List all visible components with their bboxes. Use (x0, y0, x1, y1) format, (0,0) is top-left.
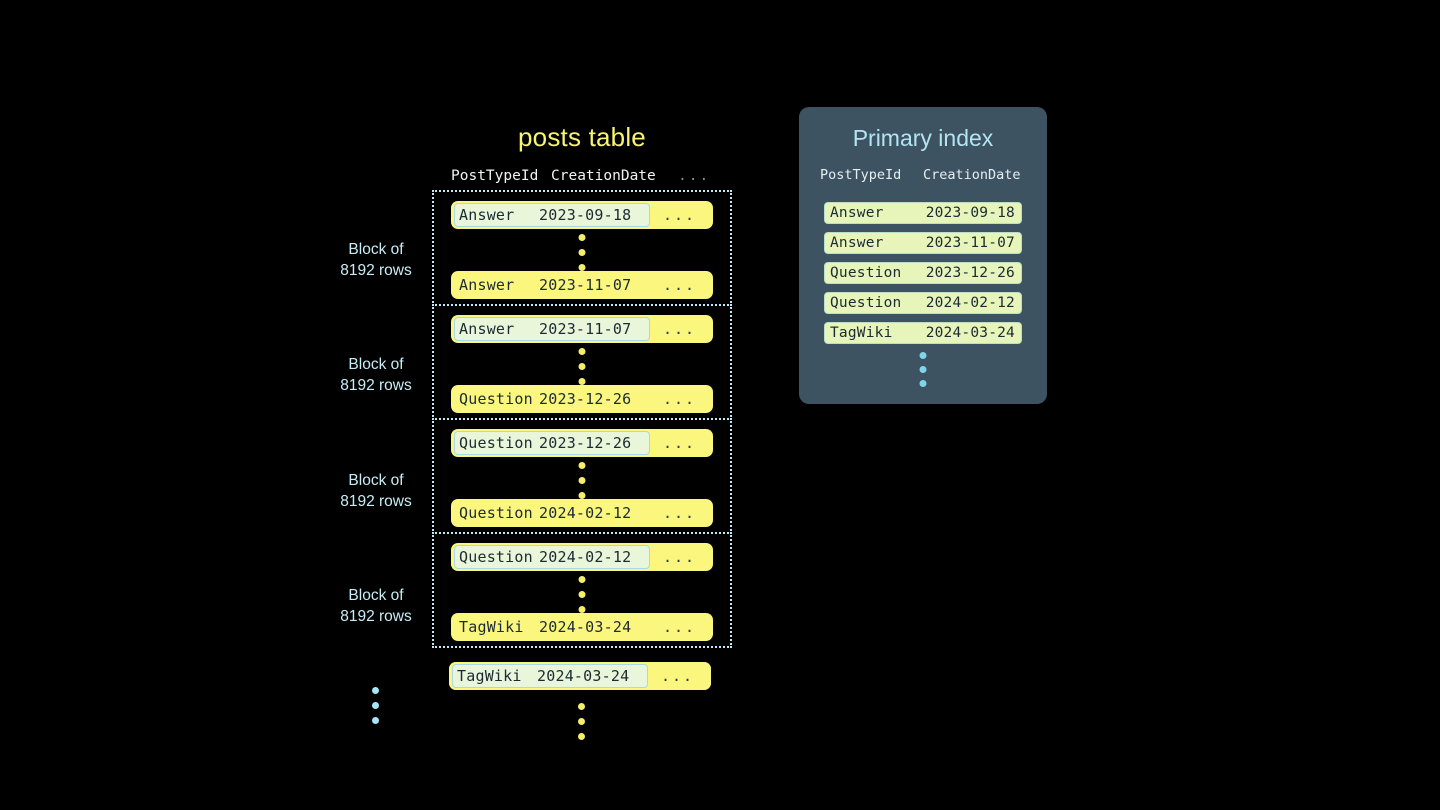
cell-posttypeid: TagWiki (459, 618, 524, 636)
cell-more: ... (663, 434, 697, 452)
cell-creationdate: 2024-03-24 (537, 667, 630, 685)
table-row: Question 2024-02-12 ... (451, 543, 713, 571)
cell-creationdate: 2023-11-07 (539, 320, 632, 338)
cell-more: ... (663, 504, 697, 522)
cell-creationdate: 2023-12-26 (539, 434, 632, 452)
table-row: TagWiki 2024-03-24 ... (449, 662, 711, 690)
cell-posttypeid: Answer (459, 206, 515, 224)
cell-posttypeid: Question (459, 390, 533, 408)
cell-more: ... (663, 618, 697, 636)
table-row: Question 2023-12-26 ... (451, 385, 713, 413)
cell-creationdate: 2024-02-12 (539, 548, 632, 566)
cell-creationdate: 2023-12-26 (539, 390, 632, 408)
index-cell-creationdate: 2023-09-18 (925, 205, 1015, 221)
posts-table-title: posts table (518, 122, 646, 152)
cell-more: ... (663, 276, 697, 294)
index-cell-posttypeid: TagWiki (830, 325, 893, 341)
blocks-continuation-ellipsis-icon (372, 687, 379, 724)
cell-posttypeid: Answer (459, 320, 515, 338)
posts-table-column-headers: PostTypeId CreationDate ... (432, 165, 732, 187)
block-label-line1: Block of (348, 587, 404, 604)
cell-posttypeid: Question (459, 548, 533, 566)
vertical-ellipsis-icon (578, 348, 586, 385)
index-cell-creationdate: 2023-12-26 (925, 265, 1015, 281)
cell-more: ... (663, 548, 697, 566)
index-cell-posttypeid: Answer (830, 205, 884, 221)
table-row: Answer 2023-09-18 ... (451, 201, 713, 229)
block-label-line2: 8192 rows (340, 377, 412, 394)
primary-index-column-headers: PostTypeId CreationDate (799, 167, 1047, 187)
block-row-group: Question 2023-12-26 ... Question 2024-02… (432, 418, 732, 534)
cell-creationdate: 2024-02-12 (539, 504, 632, 522)
table-row: Question 2024-02-12 ... (451, 499, 713, 527)
index-sample-highlight (452, 664, 648, 688)
index-sample-highlight (454, 317, 650, 341)
index-cell-creationdate: 2024-03-24 (925, 325, 1015, 341)
index-column-header-creationdate: CreationDate (923, 167, 1021, 183)
index-cell-posttypeid: Question (830, 295, 902, 311)
cell-more: ... (663, 320, 697, 338)
index-cell-posttypeid: Answer (830, 235, 884, 251)
index-cell-creationdate: 2024-02-12 (925, 295, 1015, 311)
vertical-ellipsis-icon (578, 703, 585, 740)
index-entry-row: Question 2024-02-12 (824, 292, 1022, 314)
table-row: Answer 2023-11-07 ... (451, 315, 713, 343)
table-row: TagWiki 2024-03-24 ... (451, 613, 713, 641)
block-label-line2: 8192 rows (340, 262, 412, 279)
index-entry-row: Question 2023-12-26 (824, 262, 1022, 284)
index-sample-highlight (454, 203, 650, 227)
primary-index-panel: Primary index PostTypeId CreationDate An… (799, 107, 1047, 404)
column-header-more: ... (678, 168, 711, 184)
vertical-ellipsis-icon (578, 234, 586, 271)
cell-posttypeid: Question (459, 434, 533, 452)
index-entry-row: TagWiki 2024-03-24 (824, 322, 1022, 344)
index-sample-highlight (454, 545, 650, 569)
block-label-line2: 8192 rows (340, 493, 412, 510)
vertical-ellipsis-icon (578, 462, 586, 499)
block-row-group: Answer 2023-11-07 ... Question 2023-12-2… (432, 304, 732, 420)
block-row-group: Answer 2023-09-18 ... Answer 2023-11-07 … (432, 190, 732, 306)
index-cell-posttypeid: Question (830, 265, 902, 281)
cell-more: ... (661, 667, 695, 685)
cell-more: ... (663, 206, 697, 224)
block-label-line1: Block of (348, 241, 404, 258)
posts-table-blocks: Answer 2023-09-18 ... Answer 2023-11-07 … (432, 190, 732, 648)
cell-more: ... (663, 390, 697, 408)
cell-creationdate: 2023-09-18 (539, 206, 632, 224)
block-label-line1: Block of (348, 356, 404, 373)
primary-index-entries: Answer 2023-09-18 Answer 2023-11-07 Ques… (824, 202, 1022, 352)
cell-creationdate: 2024-03-24 (539, 618, 632, 636)
index-entry-row: Answer 2023-09-18 (824, 202, 1022, 224)
block-label: Block of 8192 rows (321, 239, 431, 281)
block-label-line1: Block of (348, 472, 404, 489)
cell-creationdate: 2023-11-07 (539, 276, 632, 294)
index-cell-creationdate: 2023-11-07 (925, 235, 1015, 251)
index-continuation-ellipsis-icon (919, 352, 927, 387)
block-label: Block of 8192 rows (321, 470, 431, 512)
index-sample-highlight (454, 431, 650, 455)
table-row: Question 2023-12-26 ... (451, 429, 713, 457)
cell-posttypeid: TagWiki (457, 667, 522, 685)
block-label: Block of 8192 rows (321, 354, 431, 396)
vertical-ellipsis-icon (578, 576, 586, 613)
cell-posttypeid: Answer (459, 276, 515, 294)
index-column-header-posttypeid: PostTypeId (820, 167, 902, 183)
cell-posttypeid: Question (459, 504, 533, 522)
column-header-creationdate: CreationDate (551, 168, 656, 184)
block-label: Block of 8192 rows (321, 585, 431, 627)
primary-index-title: Primary index (852, 125, 994, 151)
index-entry-row: Answer 2023-11-07 (824, 232, 1022, 254)
column-header-posttypeid: PostTypeId (451, 168, 539, 184)
table-row: Answer 2023-11-07 ... (451, 271, 713, 299)
block-label-line2: 8192 rows (340, 608, 412, 625)
block-row-group: Question 2024-02-12 ... TagWiki 2024-03-… (432, 532, 732, 648)
table-row-inner: TagWiki 2024-03-24 ... (449, 662, 711, 690)
